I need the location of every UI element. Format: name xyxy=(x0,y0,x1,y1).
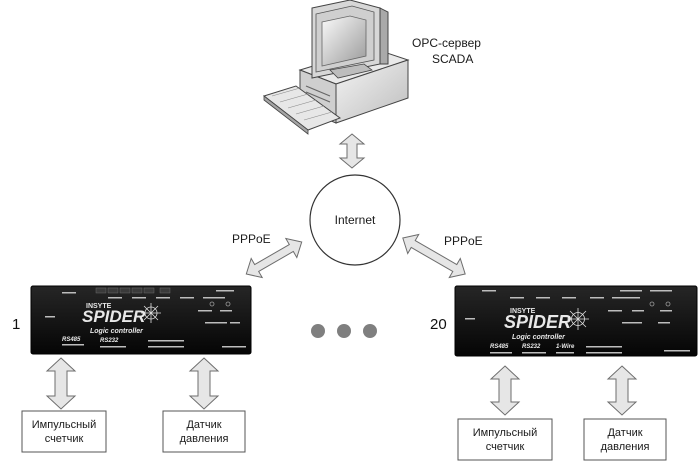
controller-1-device xyxy=(30,285,252,355)
pppoe-right-arrow xyxy=(402,233,466,279)
controller-1-brand: INSYTE xyxy=(86,303,112,310)
controller-1-number: 1 xyxy=(12,316,20,333)
controller-1-port-rs232: RS232 xyxy=(100,338,119,344)
pppoe-right-label: PPPoE xyxy=(444,234,483,248)
controller-20-counter-arrow xyxy=(489,365,521,416)
pppoe-left-arrow xyxy=(245,237,303,279)
controller-1-pressure-sensor-line2: давления xyxy=(180,433,229,445)
ellipsis-dots xyxy=(311,324,377,338)
controller-20-port-rs232: RS232 xyxy=(522,344,541,350)
controller-20-subtitle: Logic controller xyxy=(512,334,566,341)
internet-label: Internet xyxy=(335,213,376,227)
controller-20-pressure-sensor-box xyxy=(583,418,667,461)
controller-20-pressure-sensor-line2: давления xyxy=(601,441,650,453)
controller-20-pulse-counter-line1: Импульсный xyxy=(473,427,537,439)
controller-20-pulse-counter-line2: счетчик xyxy=(486,441,525,453)
controller-20-port-1wire: 1-Wire xyxy=(556,344,575,350)
controller-1-subtitle: Logic controller xyxy=(90,328,144,335)
controller-20-port-rs485: RS485 xyxy=(490,344,509,350)
controller-1-pulse-counter-box xyxy=(21,410,107,453)
server-label-line2: SCADA xyxy=(432,52,473,66)
controller-20-pressure-arrow xyxy=(606,365,638,416)
controller-20-device xyxy=(454,285,698,357)
internet-node xyxy=(309,174,401,266)
controller-1-port-rs485: RS485 xyxy=(62,337,81,343)
pppoe-left-label: PPPoE xyxy=(232,232,271,246)
controller-1-counter-arrow xyxy=(45,357,77,410)
server-label-line1: OPC-сервер xyxy=(412,36,481,50)
controller-1-model: SPIDER xyxy=(82,307,146,326)
controller-1-pressure-sensor-line1: Датчик xyxy=(186,419,221,431)
controller-20-model: SPIDER xyxy=(504,312,571,332)
controller-20-pressure-sensor-line1: Датчик xyxy=(607,427,642,439)
server-internet-arrow xyxy=(338,133,366,169)
controller-1-pressure-sensor-box xyxy=(162,410,246,453)
controller-1-pulse-counter-line2: счетчик xyxy=(45,433,84,445)
controller-20-number: 20 xyxy=(430,316,447,333)
computer-icon xyxy=(262,0,410,135)
controller-1-pulse-counter-line1: Импульсный xyxy=(32,419,96,431)
controller-1-pressure-arrow xyxy=(188,357,220,410)
controller-20-pulse-counter-box xyxy=(457,418,553,461)
controller-20-brand: INSYTE xyxy=(510,308,536,315)
